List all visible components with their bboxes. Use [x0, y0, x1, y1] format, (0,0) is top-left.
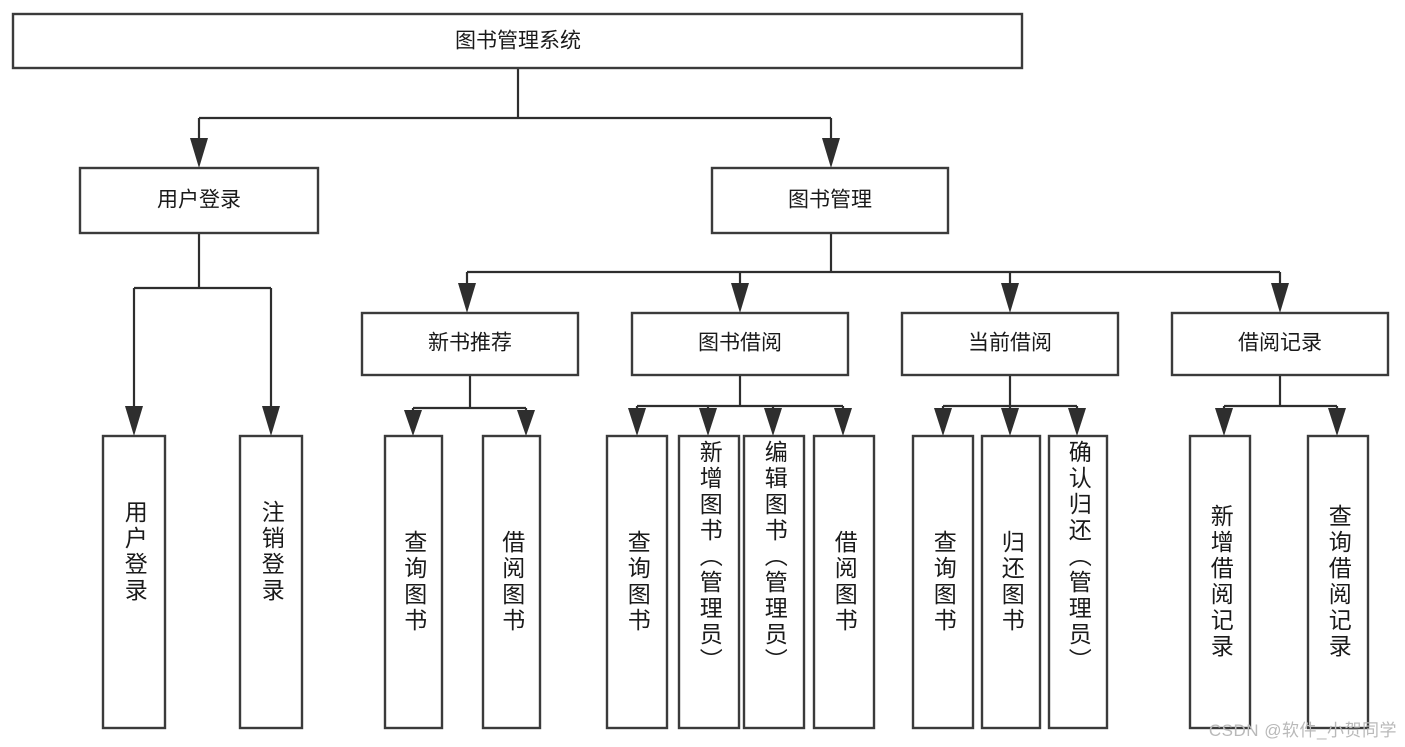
arrow-head-leaf-borrow-book-1: [517, 410, 535, 436]
node-current-borrow[interactable]: 当前借阅: [900, 311, 1120, 377]
connector-group-newbook: [404, 375, 535, 436]
node-box-leaf-query-book-1[interactable]: [383, 434, 444, 730]
node-box-leaf-return-book[interactable]: [980, 434, 1042, 730]
node-box-root[interactable]: [11, 12, 1024, 70]
node-box-leaf-query-book-2[interactable]: [605, 434, 669, 730]
node-box-current-borrow[interactable]: [900, 311, 1120, 377]
arrow-head-bookborrow: [731, 283, 749, 313]
node-box-leaf-logout[interactable]: [238, 434, 304, 730]
node-box-leaf-edit-book[interactable]: [742, 434, 806, 730]
node-label-book-borrow: 图书借阅: [698, 332, 782, 355]
arrow-head-leaf-return-book: [1001, 408, 1019, 436]
arrow-head-leaf-query-book-2: [628, 408, 646, 436]
node-label-current-borrow: 当前借阅: [968, 332, 1052, 355]
node-root[interactable]: 图书管理系统: [11, 12, 1024, 70]
arrow-head-currentborrow: [1001, 283, 1019, 313]
connector-group-currentborrow: [934, 375, 1086, 436]
arrow-head-leaf-add-record: [1215, 408, 1233, 436]
arrow-head-leaf-query-book-3: [934, 408, 952, 436]
arrow-head-newbook: [458, 283, 476, 313]
node-borrow-records[interactable]: 借阅记录: [1170, 311, 1390, 377]
arrow-head-leaf-edit-book: [764, 408, 782, 436]
node-new-book-recommend[interactable]: 新书推荐: [360, 311, 580, 377]
arrow-head-leaf-add-book: [699, 408, 717, 436]
node-box-leaf-add-book[interactable]: [677, 434, 741, 730]
node-box-borrow-records[interactable]: [1170, 311, 1390, 377]
node-user-login[interactable]: 用户登录: [78, 166, 320, 235]
node-label-root: 图书管理系统: [455, 30, 581, 53]
arrow-head-leaf-query-record: [1328, 408, 1346, 436]
arrow-head-bookmgmt: [822, 138, 840, 168]
connector-group-userlogin: [125, 233, 280, 436]
node-box-leaf-query-record[interactable]: [1306, 434, 1370, 730]
node-box-leaf-borrow-book-1[interactable]: [481, 434, 542, 730]
node-box-leaf-borrow-book-2[interactable]: [812, 434, 876, 730]
node-box-leaf-query-book-3[interactable]: [911, 434, 975, 730]
arrow-head-leaf-user-login: [125, 406, 143, 436]
arrow-head-borrowrecords: [1271, 283, 1289, 313]
node-label-borrow-records: 借阅记录: [1238, 332, 1322, 355]
node-box-new-book-recommend[interactable]: [360, 311, 580, 377]
node-box-user-login[interactable]: [78, 166, 320, 235]
node-label-book-management: 图书管理: [788, 189, 872, 212]
node-box-leaf-add-record[interactable]: [1188, 434, 1252, 730]
node-book-borrow[interactable]: 图书借阅: [630, 311, 850, 377]
node-label-user-login: 用户登录: [157, 189, 241, 212]
node-box-leaf-user-login[interactable]: [101, 434, 167, 730]
arrow-head-leaf-query-book-1: [404, 410, 422, 436]
node-box-book-management[interactable]: [710, 166, 950, 235]
connector-group-root: [190, 68, 840, 168]
node-book-management[interactable]: 图书管理: [710, 166, 950, 235]
connector-group-bookborrow: [628, 375, 852, 436]
arrow-head-leaf-confirm-return: [1068, 408, 1086, 436]
arrow-head-leaf-logout: [262, 406, 280, 436]
node-box-book-borrow[interactable]: [630, 311, 850, 377]
node-box-leaf-confirm-return[interactable]: [1047, 434, 1109, 730]
node-label-new-book-recommend: 新书推荐: [428, 332, 512, 355]
arrow-head-userlogin: [190, 138, 208, 168]
arrow-head-leaf-borrow-book-2: [834, 408, 852, 436]
connector-group-borrowrecords: [1215, 375, 1346, 436]
connector-group-bookmgmt: [458, 233, 1289, 313]
watermark-csdn: CSDN @软件_小贺同学: [1208, 721, 1397, 740]
